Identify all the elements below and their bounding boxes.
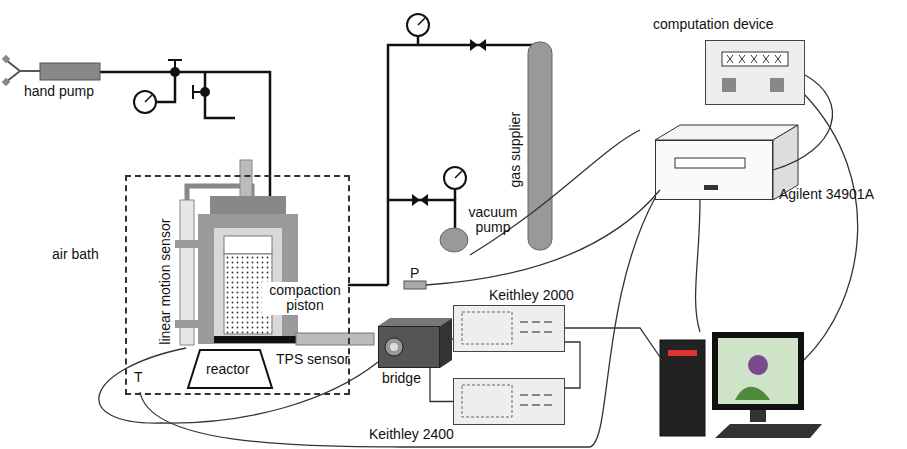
part-label: compaction piston xyxy=(262,282,348,315)
instrument-box: Keithley 2400 xyxy=(453,378,565,425)
part-label: P xyxy=(410,266,419,281)
node-label: computation device xyxy=(653,17,774,32)
node-label: Keithley 2000 xyxy=(489,288,574,303)
node-label: air bath xyxy=(52,247,99,262)
part-label: TPS sensor xyxy=(276,352,349,367)
node-label: Agilent 34901A xyxy=(779,187,874,202)
node-label: Keithley 2400 xyxy=(369,427,454,442)
part-label: hand pump xyxy=(24,84,94,99)
part-label: gas supplier xyxy=(508,112,523,188)
node-label: bridge xyxy=(382,371,421,386)
instrument-box: bridge xyxy=(378,326,440,368)
part-label: vacuum pump xyxy=(462,205,524,236)
part-label: reactor xyxy=(206,362,250,377)
instrument-box: Agilent 34901A xyxy=(655,140,773,200)
part-label: linear motion sensor xyxy=(158,219,173,345)
part-label: T xyxy=(134,370,143,385)
wire xyxy=(430,368,453,402)
instrument-box: computation device xyxy=(705,40,805,105)
wire xyxy=(565,342,580,388)
wire xyxy=(440,339,453,340)
instrument-box: Keithley 2000 xyxy=(453,305,565,352)
